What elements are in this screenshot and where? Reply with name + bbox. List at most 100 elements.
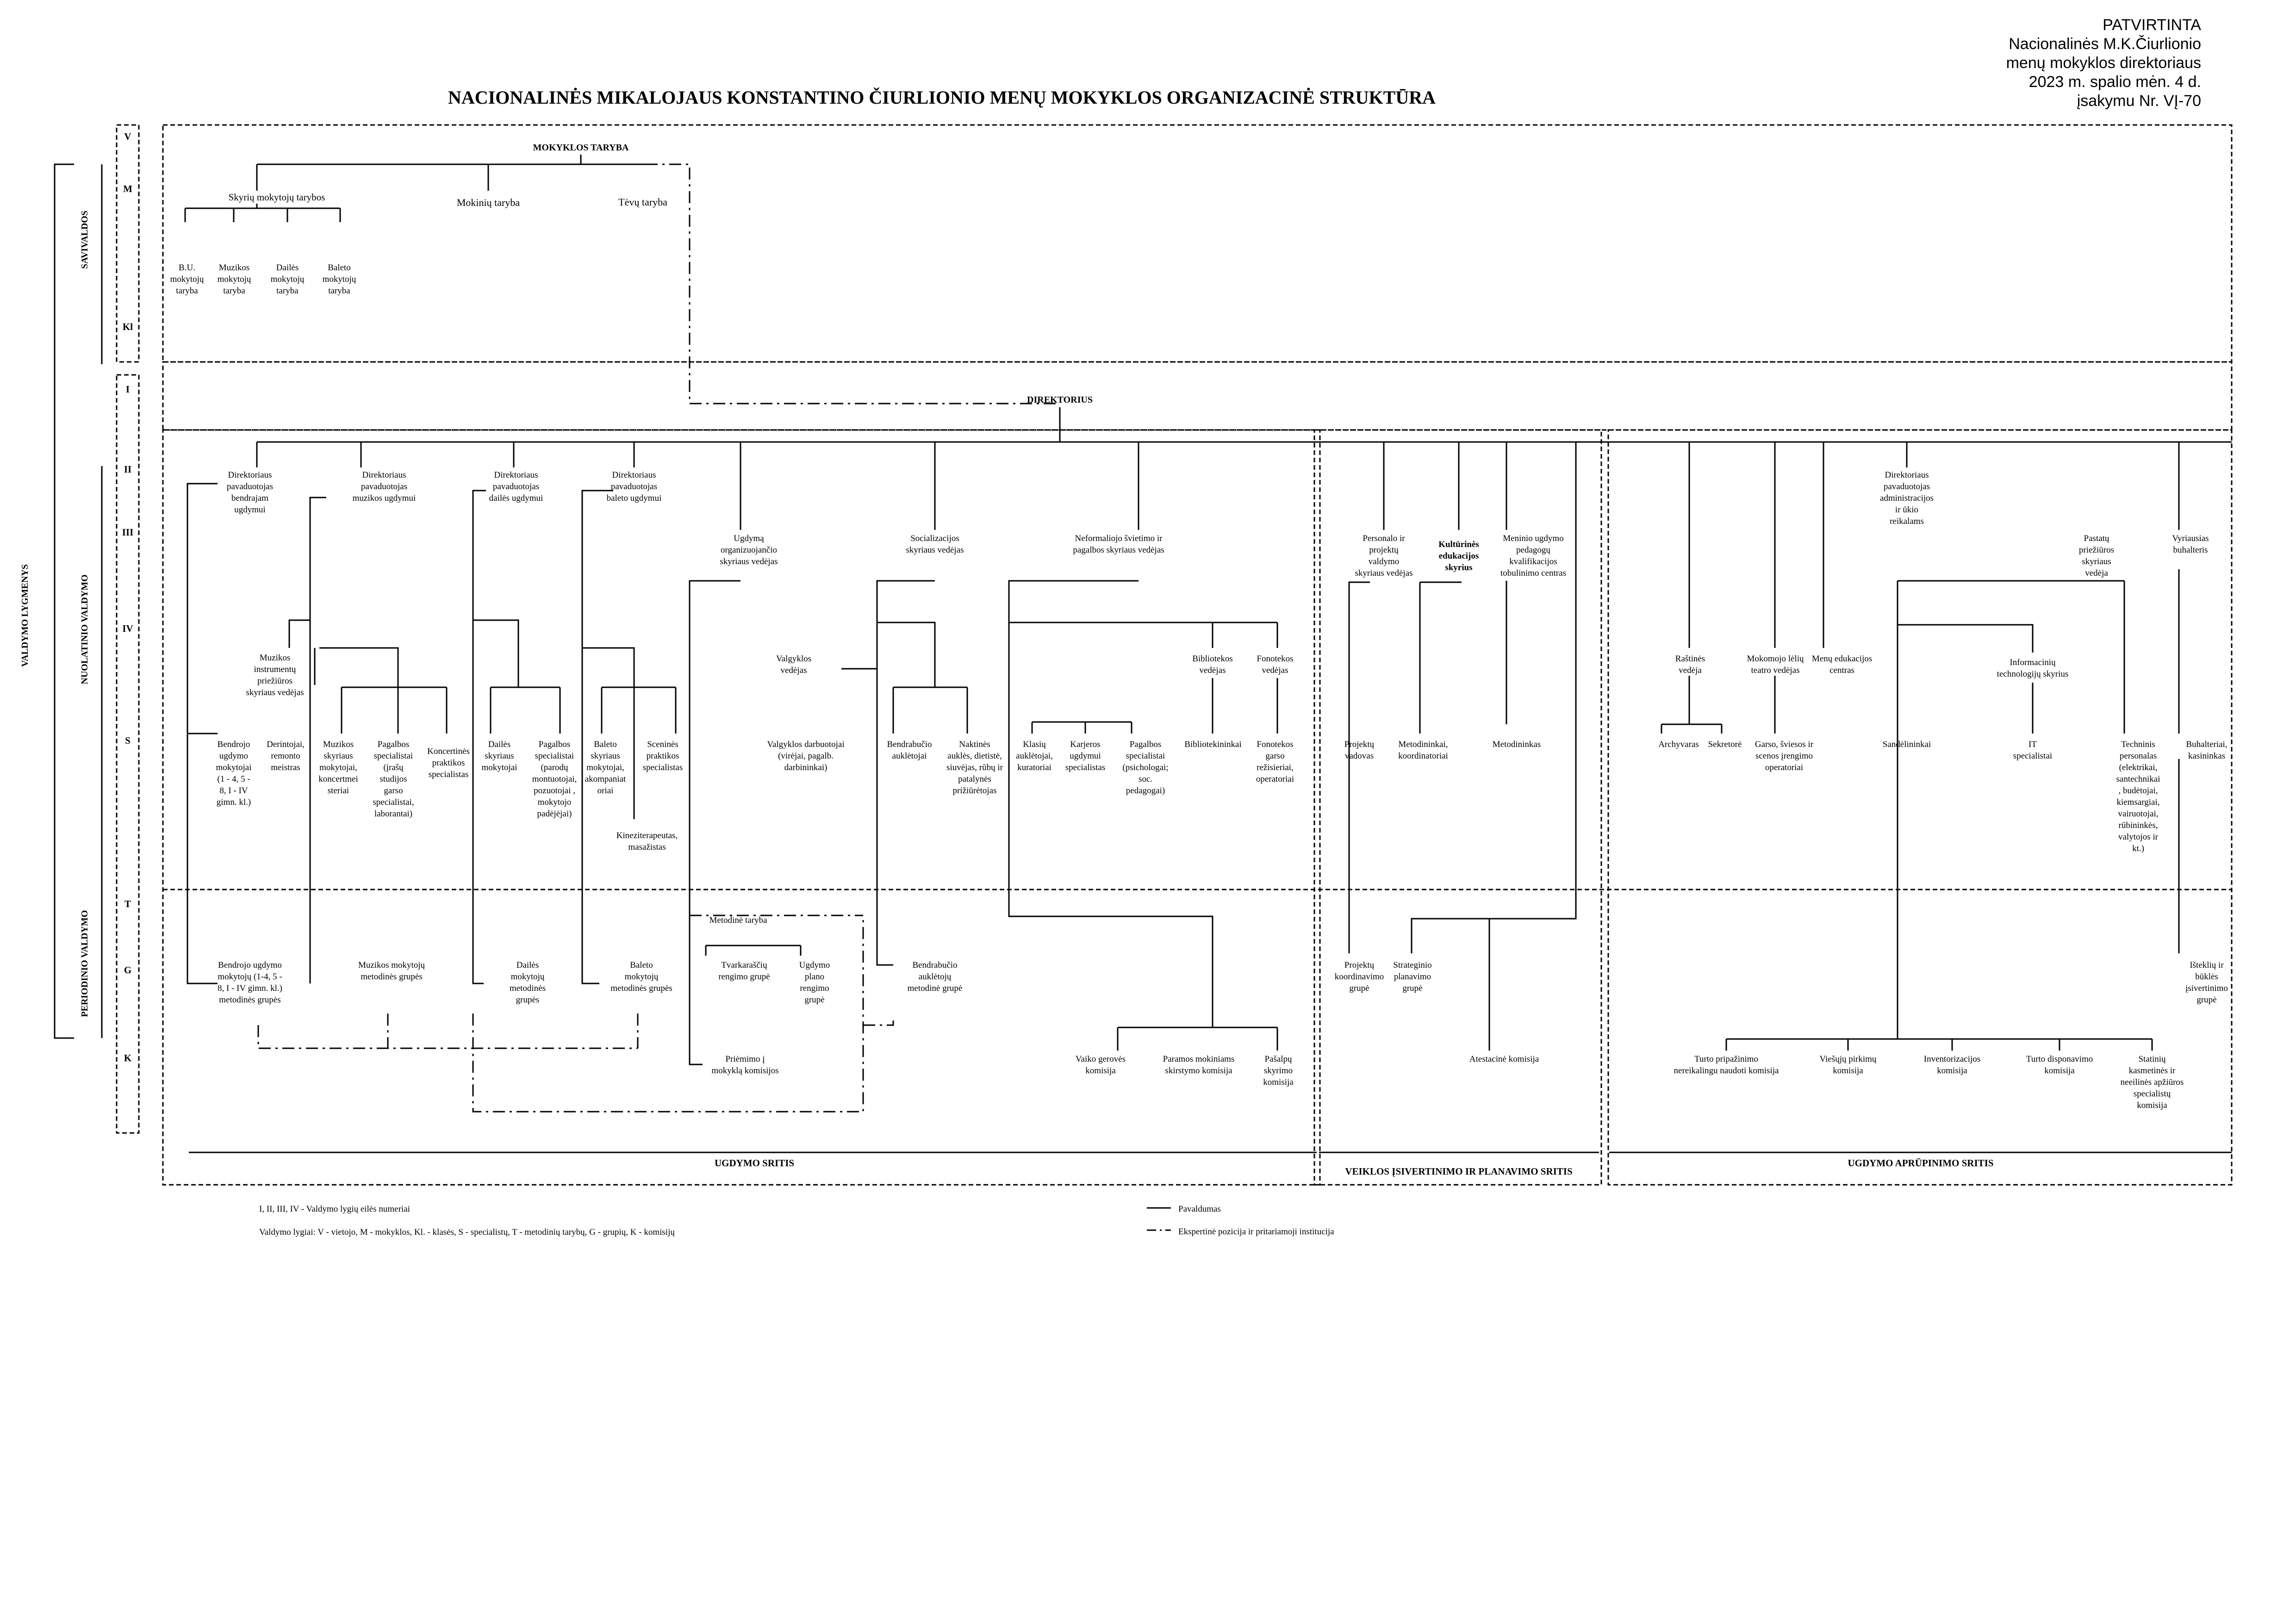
subordination-line — [877, 622, 936, 687]
subordination-line — [1411, 442, 1577, 953]
side-brackets — [54, 163, 103, 1039]
node-s-kinesi: Kineziterapeutas,masažistas — [616, 831, 678, 852]
subordination-line — [472, 490, 486, 984]
node-t-method-council: Metodinė taryba — [709, 915, 767, 925]
node-s-librarians: Bibliotekininkai — [1184, 740, 1242, 749]
node-s-secretary: Sekretorė — [1708, 740, 1742, 749]
subordination-line — [581, 490, 613, 984]
level-v: V — [124, 131, 131, 142]
subordination-line — [319, 647, 399, 687]
subordination-line — [288, 497, 326, 648]
level-iv: IV — [122, 623, 133, 634]
subordination-line — [473, 619, 519, 687]
approval-block: PATVIRTINTA Nacionalinės M.K.Čiurlionio … — [2006, 16, 2201, 111]
level-m: M — [123, 183, 132, 194]
node-k-attestation: Atestacinė komisija — [1469, 1054, 1539, 1064]
subordination-lines — [184, 155, 2232, 1065]
level-kl: Kl — [123, 321, 133, 332]
level-k: K — [124, 1052, 132, 1064]
legend-note-1: I, II, III, IV - Valdymo lygių eilės num… — [259, 1204, 410, 1214]
education-area-frame — [162, 429, 1321, 1186]
legend-dashdot-label: Ekspertinė pozicija ir pritariamoji inst… — [1178, 1227, 1334, 1237]
advisory-line — [646, 163, 1060, 404]
advisory-line — [863, 1020, 894, 1026]
advisory-lines — [257, 163, 1060, 1113]
approval-line: įsakymu Nr. VĮ-70 — [2077, 92, 2201, 110]
level-column-top — [116, 124, 140, 363]
approval-line: 2023 m. spalio mėn. 4 d. — [2028, 73, 2201, 91]
node-parents-council: Tėvų taryba — [618, 196, 667, 208]
area-label-education: UGDYMO SRITIS — [715, 1157, 794, 1169]
subordination-line — [1348, 581, 1370, 953]
level-t: T — [124, 898, 131, 909]
approval-line: PATVIRTINTA — [2103, 16, 2201, 34]
approval-line: Nacionalinės M.K.Čiurlionio — [2009, 35, 2201, 53]
subordination-line — [582, 647, 635, 687]
node-s-methodists: Metodininkas — [1493, 740, 1541, 749]
node-s-canteen: Valgyklos darbuotojai(virėjai, pagalb.da… — [767, 740, 844, 772]
node-s-storekeepers: Sandėlininkai — [1883, 740, 1931, 749]
node-s-methodists-coord: Metodininkai,koordinatoriai — [1398, 740, 1448, 761]
advisory-line — [257, 1025, 638, 1049]
side-label-periodic: PERIODINIO VALDYMO — [80, 910, 90, 1017]
node-students-council: Mokinių taryba — [457, 197, 520, 208]
approval-line: menų mokyklos direktoriaus — [2006, 54, 2201, 72]
legend-solid-label: Pavaldumas — [1178, 1204, 1221, 1214]
subordination-line — [876, 580, 935, 966]
advisory-line — [472, 915, 864, 1113]
side-label-levels: VALDYMO LYGMENYS — [20, 564, 30, 667]
legend-note-2: Valdymo lygiai: V - vietojo, M - mokyklo… — [259, 1227, 675, 1237]
subordination-line — [1898, 624, 2034, 653]
